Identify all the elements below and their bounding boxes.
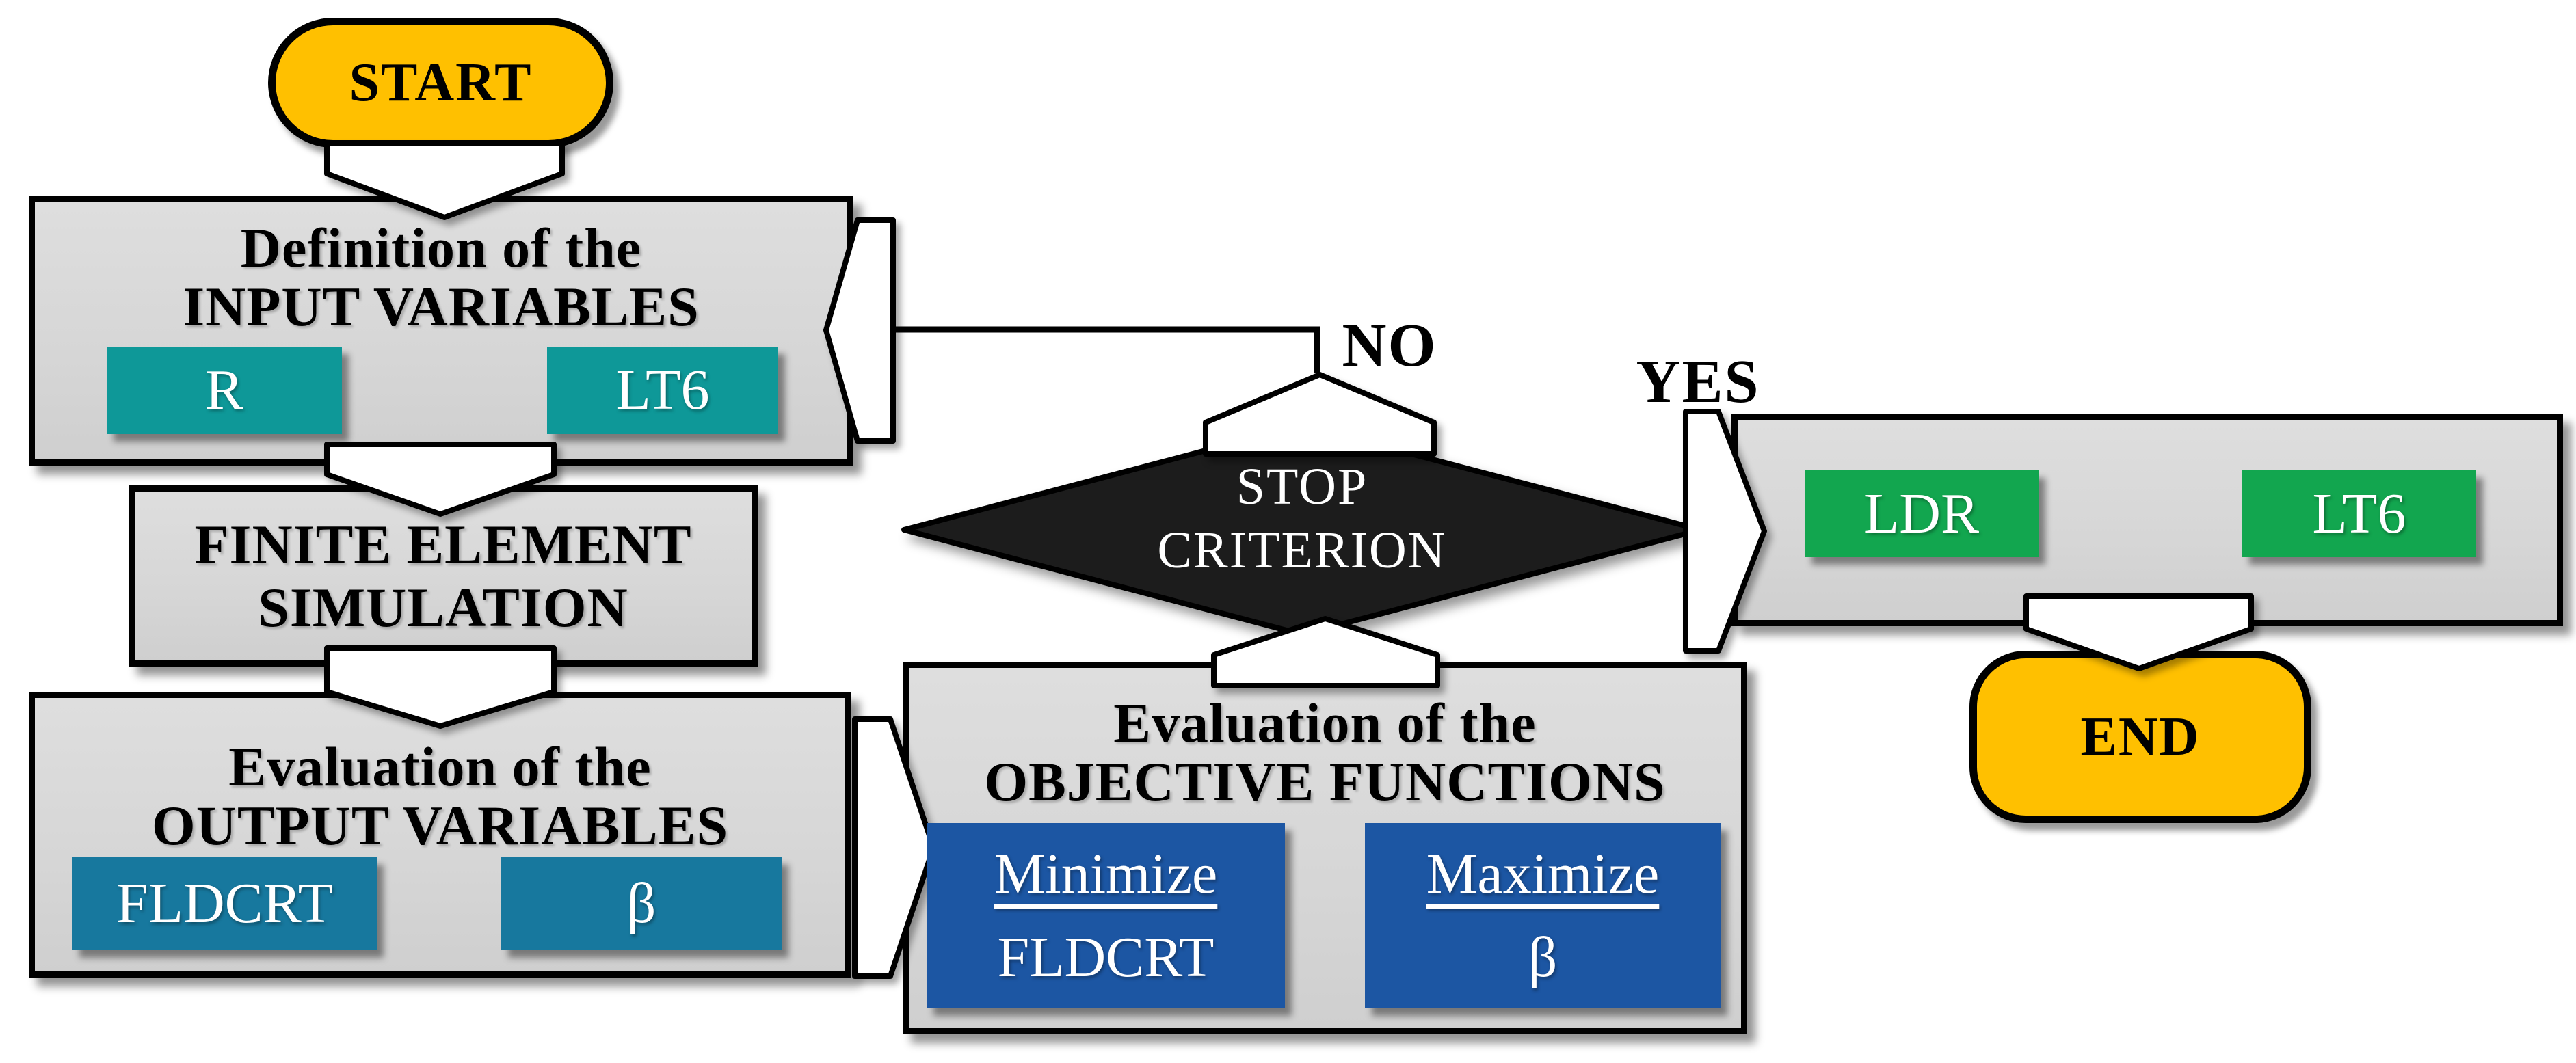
result-chip-ldr-label: LDR bbox=[1864, 481, 1979, 546]
arrow-results-to-end bbox=[2023, 593, 2254, 671]
start-terminator: START bbox=[268, 18, 613, 148]
yes-branch-label: YES bbox=[1636, 348, 1760, 416]
fem-box-title-line2: SIMULATION bbox=[258, 576, 628, 638]
arrow-fem-to-output bbox=[324, 645, 557, 729]
input-chip-r: R bbox=[107, 347, 342, 434]
objective-chip-maximize-action: Maximize bbox=[1426, 842, 1660, 906]
arrow-output-to-objective bbox=[852, 716, 936, 979]
input-box-title-line1: Definition of the bbox=[240, 217, 642, 279]
decision-text-line2: CRITERION bbox=[1157, 522, 1447, 579]
input-chip-lt6-label: LT6 bbox=[615, 358, 710, 422]
result-chip-lt6-label: LT6 bbox=[2312, 481, 2406, 546]
no-feedback-line bbox=[893, 326, 1320, 373]
objective-chip-minimize-variable: FLDCRT bbox=[997, 925, 1214, 989]
objective-chip-minimize-action: Minimize bbox=[994, 842, 1218, 906]
arrow-diamond-to-no-line bbox=[1203, 372, 1437, 457]
output-chip-fldcrt: FLDCRT bbox=[72, 857, 377, 950]
result-chip-ldr: LDR bbox=[1805, 470, 2039, 557]
no-branch-label: NO bbox=[1342, 312, 1437, 379]
objective-box-title-line2: OBJECTIVE FUNCTIONS bbox=[984, 751, 1666, 813]
objective-chip-maximize: Maximize β bbox=[1365, 823, 1721, 1008]
fem-box-title-line1: FINITE ELEMENT bbox=[194, 513, 692, 576]
end-label: END bbox=[2080, 706, 2201, 767]
arrow-input-to-fem bbox=[324, 442, 557, 517]
output-chip-fldcrt-label: FLDCRT bbox=[116, 872, 333, 935]
objective-box-title-line1: Evaluation of the bbox=[1113, 692, 1537, 754]
input-box-title-line2: INPUT VARIABLES bbox=[183, 275, 700, 338]
output-chip-beta: β bbox=[501, 857, 782, 950]
start-label: START bbox=[349, 52, 533, 113]
result-chip-lt6: LT6 bbox=[2242, 470, 2476, 557]
objective-chip-minimize: Minimize FLDCRT bbox=[927, 823, 1285, 1008]
output-box-title-line2: OUTPUT VARIABLES bbox=[151, 794, 729, 857]
input-chip-lt6: LT6 bbox=[547, 347, 778, 434]
arrow-yes-into-results-box bbox=[1683, 409, 1767, 654]
input-chip-r-label: R bbox=[204, 358, 244, 422]
arrow-no-into-input-box bbox=[823, 217, 896, 444]
decision-text-line1: STOP bbox=[1236, 458, 1368, 515]
objective-chip-maximize-variable: β bbox=[1528, 925, 1558, 989]
arrow-start-to-input bbox=[324, 140, 565, 220]
arrow-objective-to-diamond bbox=[1211, 616, 1440, 688]
output-box-title-line1: Evaluation of the bbox=[228, 736, 652, 798]
output-chip-beta-label: β bbox=[626, 872, 656, 935]
